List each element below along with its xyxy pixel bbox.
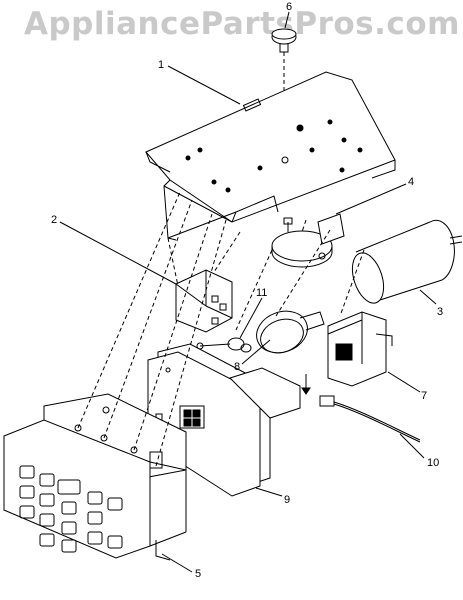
part-1-bracket — [146, 72, 395, 240]
callout-8: 8 — [234, 361, 240, 373]
callout-2: 2 — [51, 214, 57, 226]
callout-labels: 6 1 4 2 11 3 8 7 10 9 5 — [51, 1, 443, 580]
callout-10: 10 — [427, 457, 439, 469]
leader-lines — [60, 12, 436, 572]
part-8-clamp — [251, 304, 324, 359]
part-7-transformer — [302, 312, 392, 394]
part-10-wire — [320, 396, 420, 442]
callout-3: 3 — [437, 306, 443, 318]
part-5-keypad-panel — [4, 394, 186, 560]
callout-9: 9 — [284, 494, 290, 506]
callout-11: 11 — [256, 287, 267, 299]
callout-5: 5 — [195, 568, 201, 580]
watermark-logo: AppliancePartsPros.com — [24, 6, 460, 42]
assembly-guide-lines — [78, 192, 364, 466]
part-4-motor — [272, 214, 344, 267]
callout-1: 1 — [158, 59, 164, 71]
callout-7: 7 — [421, 390, 427, 402]
part-3-capacitor — [347, 220, 462, 307]
callout-6: 6 — [286, 1, 292, 13]
part-2-relay — [176, 270, 232, 332]
part-11-fuse — [197, 338, 251, 352]
part-6-knob — [272, 29, 296, 160]
callout-4: 4 — [408, 176, 414, 188]
